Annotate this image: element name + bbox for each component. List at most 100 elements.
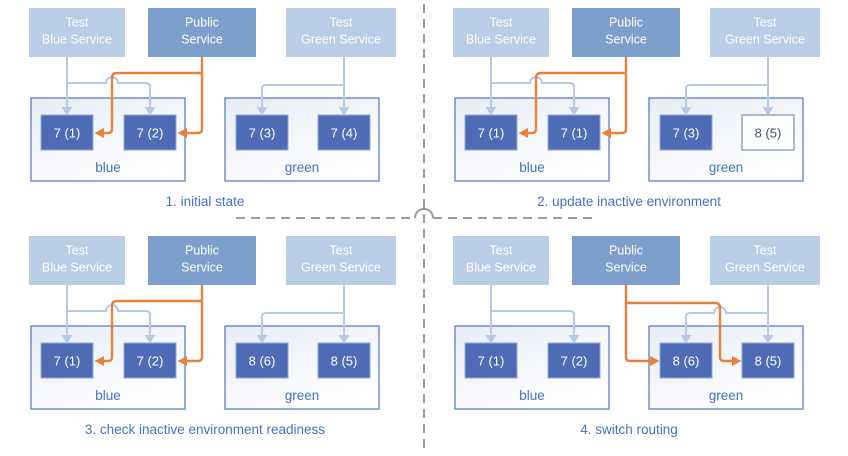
green-environment-instance-1-label: 8 (6) <box>673 354 700 369</box>
test-green-service-label-line2: Green Service <box>301 33 381 47</box>
test-green-service-label-line1: Test <box>330 244 353 258</box>
test-green-service-label-line2: Green Service <box>301 261 381 275</box>
public-route-arrowhead <box>94 128 104 138</box>
test-green-service-label-line1: Test <box>330 16 353 30</box>
test-route-arrowhead <box>144 107 156 116</box>
test-blue-service-label-line1: Test <box>490 244 513 258</box>
green-environment-instance-2-box <box>317 114 371 151</box>
public-route-lines <box>518 57 628 138</box>
green-environment-instance-2-label: 8 (5) <box>755 354 782 369</box>
blue-environment-instance-2-label: 7 (2) <box>561 354 588 369</box>
green-environment-instance-1-label: 8 (6) <box>249 354 276 369</box>
test-route-arrowhead <box>485 107 497 116</box>
test-green-service-box <box>710 236 820 285</box>
test-route-line <box>491 310 575 316</box>
green-environment-instance-2-label: 8 (5) <box>755 126 782 141</box>
test-route-arrowhead <box>680 335 692 344</box>
green-environment-label: green <box>285 160 320 175</box>
public-route-arrowhead <box>94 356 104 366</box>
blue-environment-instance-2-label: 7 (2) <box>137 354 164 369</box>
green-environment-instance-2-box <box>741 342 795 379</box>
public-service-label-line1: Public <box>609 16 643 30</box>
test-route-line <box>67 304 151 316</box>
green-environment-instance-1-label: 7 (3) <box>673 126 700 141</box>
test-route-arrowhead <box>338 335 350 344</box>
blue-environment-instance-1-box <box>464 114 518 151</box>
test-route-arrowhead <box>61 107 73 116</box>
test-route-line <box>685 84 768 90</box>
public-service-box <box>148 8 256 57</box>
public-route-arrowhead <box>601 128 611 138</box>
blue-environment-instance-2-box <box>547 114 601 151</box>
test-route-arrowhead <box>256 107 268 116</box>
green-environment-label: green <box>285 388 320 403</box>
blue-environment-instance-1-box <box>40 114 94 151</box>
public-route-lines <box>94 285 204 366</box>
public-route-line <box>187 285 204 363</box>
test-route-lines <box>61 57 350 116</box>
public-route-line <box>104 299 202 363</box>
test-blue-service-label-line2: Blue Service <box>466 33 536 47</box>
test-green-service-box <box>286 236 396 285</box>
public-route-arrowhead <box>177 128 187 138</box>
public-route-line <box>626 301 732 363</box>
test-blue-service-label-line2: Blue Service <box>466 261 536 275</box>
test-route-line <box>491 76 575 88</box>
green-environment-instance-2-label: 7 (4) <box>331 126 358 141</box>
test-route-arrowhead <box>680 107 692 116</box>
test-blue-service-label-line1: Test <box>66 16 89 30</box>
test-blue-service-label-line2: Blue Service <box>42 261 112 275</box>
blue-environment-instance-2-label: 7 (2) <box>137 126 164 141</box>
public-route-lines <box>94 57 204 138</box>
test-route-arrowhead <box>256 335 268 344</box>
test-route-arrowhead <box>568 107 580 116</box>
blue-environment-label: blue <box>519 160 545 175</box>
blue-environment-label: blue <box>519 388 545 403</box>
test-blue-service-label-line1: Test <box>66 244 89 258</box>
public-service-label-line2: Service <box>605 33 647 47</box>
test-blue-service-label-line2: Blue Service <box>42 33 112 47</box>
quadrant-caption: 3. check inactive environment readiness <box>85 422 325 437</box>
test-blue-service-box <box>29 8 125 57</box>
public-route-line <box>528 71 626 135</box>
public-route-arrowhead <box>177 356 187 366</box>
blue-environment-instance-1-label: 7 (1) <box>478 126 505 141</box>
test-route-line <box>261 312 344 318</box>
public-service-label-line2: Service <box>181 261 223 275</box>
public-route-arrowhead <box>732 356 742 366</box>
test-blue-service-box <box>29 236 125 285</box>
public-route-arrowhead <box>650 356 660 366</box>
test-route-arrowhead <box>762 335 774 344</box>
test-route-arrowhead <box>61 335 73 344</box>
test-green-service-label-line2: Green Service <box>725 33 805 47</box>
test-green-service-label-line2: Green Service <box>725 261 805 275</box>
green-environment-instance-1-label: 7 (3) <box>249 126 276 141</box>
test-green-service-label-line1: Test <box>754 16 777 30</box>
test-route-arrowhead <box>762 107 774 116</box>
test-route-lines <box>485 57 774 116</box>
blue-environment-instance-1-box <box>464 342 518 379</box>
green-environment-instance-1-box <box>659 342 713 379</box>
blue-environment-instance-1-label: 7 (1) <box>54 126 81 141</box>
test-blue-service-box <box>453 8 549 57</box>
green-environment-label: green <box>709 388 744 403</box>
public-service-box <box>572 8 680 57</box>
blue-environment-instance-2-label: 7 (1) <box>561 126 588 141</box>
test-green-service-box <box>286 8 396 57</box>
test-blue-service-box <box>453 236 549 285</box>
test-green-service-box <box>710 8 820 57</box>
quadrant-caption: 1. initial state <box>166 194 245 209</box>
blue-environment-label: blue <box>95 160 121 175</box>
blue-environment-instance-1-label: 7 (1) <box>54 354 81 369</box>
public-route-line <box>611 57 628 135</box>
test-route-arrowhead <box>338 107 350 116</box>
blue-environment-instance-1-label: 7 (1) <box>478 354 505 369</box>
public-route-line <box>104 71 202 135</box>
public-route-line <box>187 57 204 135</box>
quadrant-caption: 2. update inactive environment <box>537 194 721 209</box>
